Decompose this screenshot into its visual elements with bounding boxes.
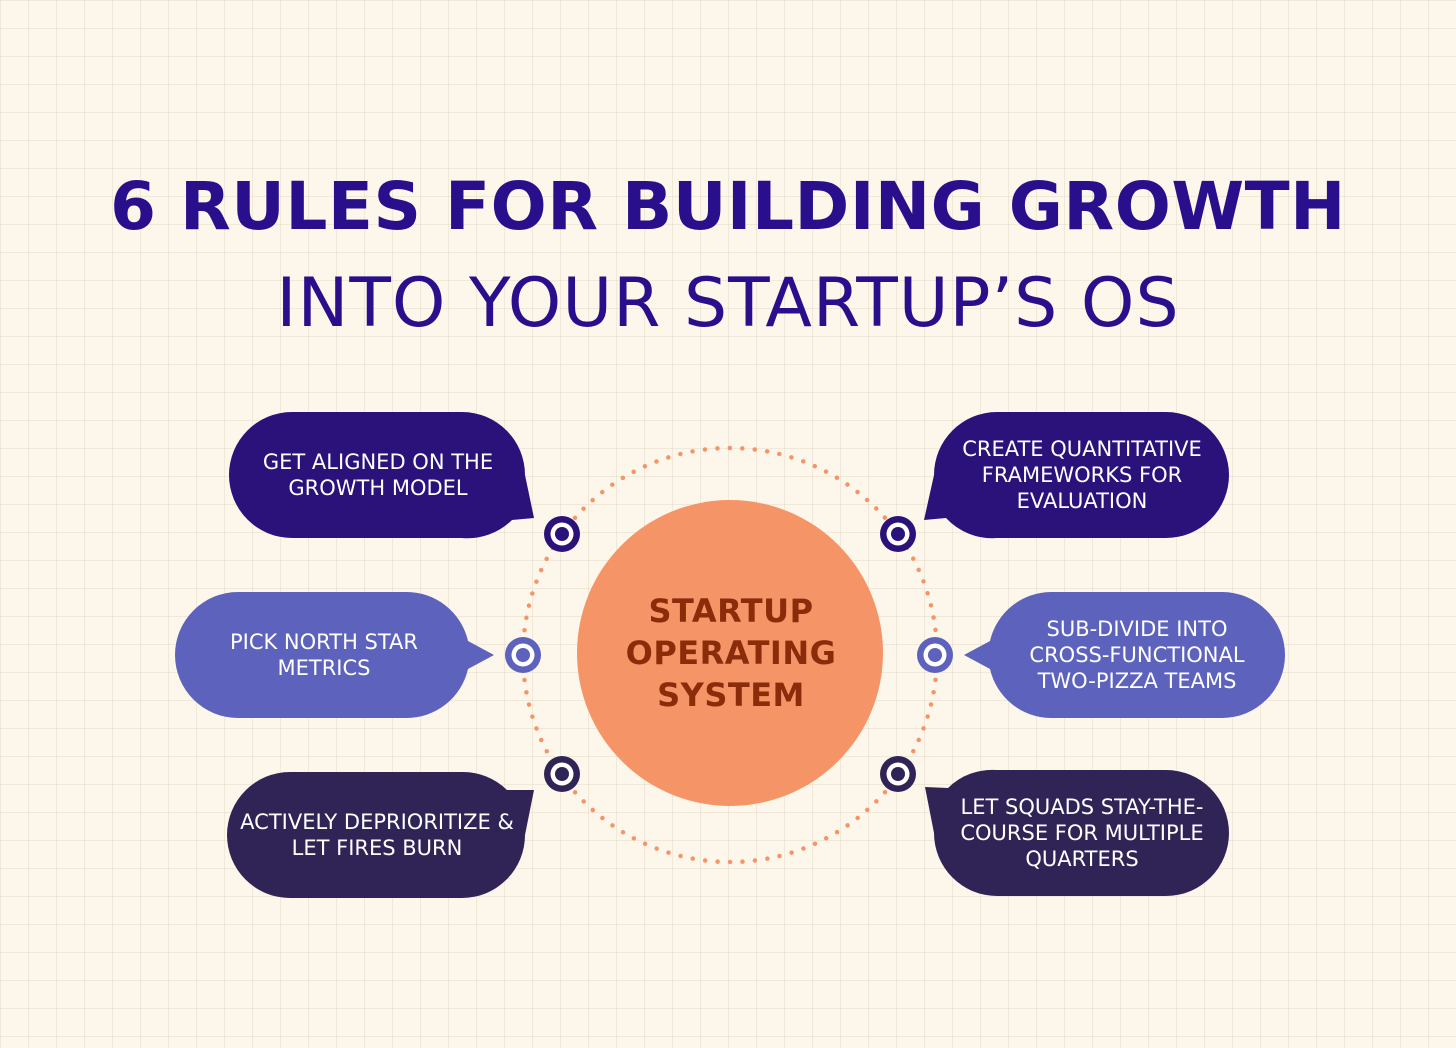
rule-text-6: LET SQUADS STAY-THE-COURSE FOR MULTIPLE …: [960, 795, 1204, 871]
rule-text-4: CREATE QUANTITATIVE FRAMEWORKS FOR EVALU…: [962, 437, 1202, 513]
rule-text-3: ACTIVELY DEPRIORITIZE & LET FIRES BURN: [240, 810, 514, 860]
rule-bubble-4: [924, 412, 1229, 539]
rule-bubble-5: [964, 592, 1285, 718]
rule-bubble-6: [925, 769, 1229, 896]
title-primary: 6 RULES FOR BUILDING GROWTH: [110, 168, 1346, 245]
target-dot-icon: [880, 756, 916, 792]
rule-bubble-1: [229, 412, 534, 539]
target-dot-icon: [544, 756, 580, 792]
title-secondary: INTO YOUR STARTUP’S OS: [276, 264, 1180, 343]
target-dot-icon: [505, 637, 541, 673]
center-circle: [577, 500, 883, 806]
target-dot-icon: [917, 637, 953, 673]
target-dot-icon: [880, 516, 916, 552]
target-dot-icon: [544, 516, 580, 552]
rule-bubble-3: [227, 771, 534, 898]
rule-text-2: PICK NORTH STAR METRICS: [229, 630, 419, 680]
rule-text-5: SUB-DIVIDE INTO CROSS-FUNCTIONAL TWO-PIZ…: [1029, 617, 1245, 693]
center-label: STARTUP OPERATING SYSTEM: [625, 592, 837, 714]
rule-bubble-2: [175, 591, 494, 719]
rule-text-1: GET ALIGNED ON THE GROWTH MODEL: [262, 450, 494, 500]
